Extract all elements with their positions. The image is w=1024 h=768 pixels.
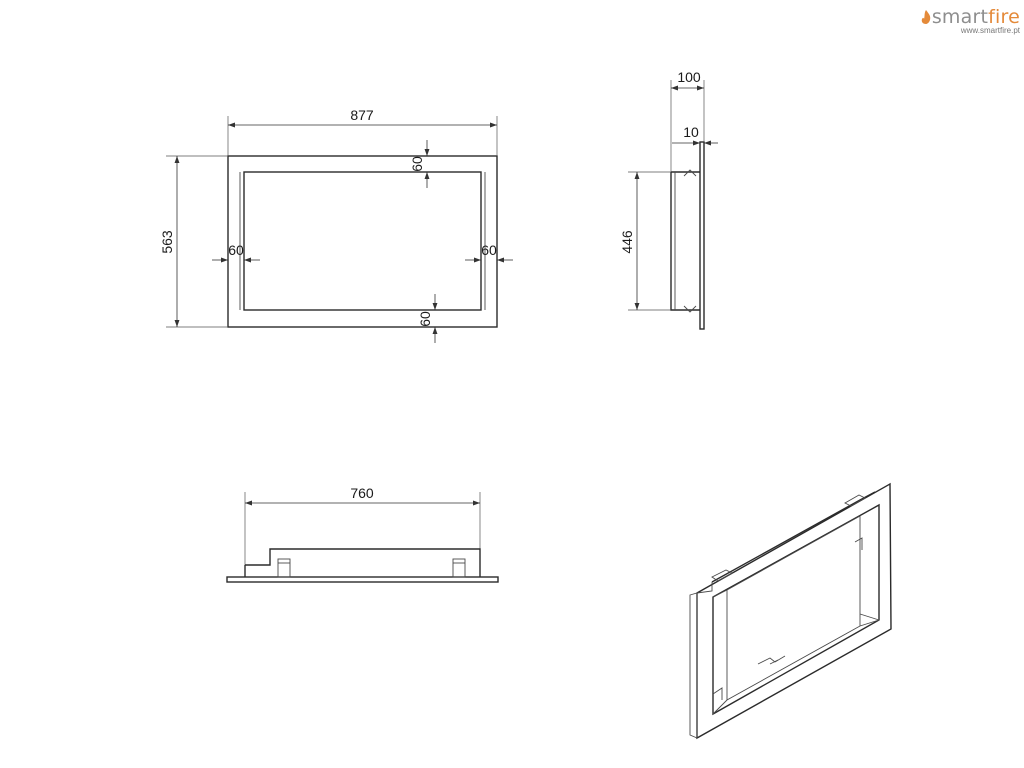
logo-url: www.smartfire.pt	[960, 26, 1020, 35]
front-view: 877 563 60 60 60 60	[159, 107, 513, 343]
logo-name-accent: fire	[988, 6, 1020, 28]
front-right-border-label: 60	[481, 242, 497, 258]
side-view: 100 10 446	[619, 69, 718, 330]
iso-bracket-top-right	[844, 494, 866, 507]
side-flange-label: 10	[683, 124, 699, 140]
isometric-view	[689, 482, 892, 740]
top-bracket-right	[452, 558, 466, 578]
top-flange-plate	[226, 576, 499, 583]
front-left-border-label: 60	[228, 242, 244, 258]
flame-icon	[921, 10, 931, 24]
front-bottom-border-label: 60	[417, 311, 433, 327]
logo-name-main: smart	[931, 6, 989, 28]
side-flange	[699, 141, 705, 330]
iso-front-outer	[696, 482, 892, 740]
front-width-label: 877	[350, 107, 374, 123]
front-inner-opening	[243, 171, 482, 311]
side-height-label: 446	[619, 230, 635, 254]
brand-logo: smartfire www.smartfire.pt	[900, 6, 1020, 35]
top-body-outline	[245, 548, 481, 577]
front-outer-frame	[227, 155, 498, 328]
top-bracket-left	[277, 558, 291, 578]
top-width-label: 760	[350, 485, 374, 501]
iso-bracket-top-left	[711, 569, 733, 582]
logo-wordmark: smartfire	[932, 6, 1020, 28]
front-height-label: 563	[159, 230, 175, 254]
side-depth-label: 100	[677, 69, 701, 85]
front-top-border-label: 60	[409, 156, 425, 172]
top-view: 760	[226, 485, 499, 583]
